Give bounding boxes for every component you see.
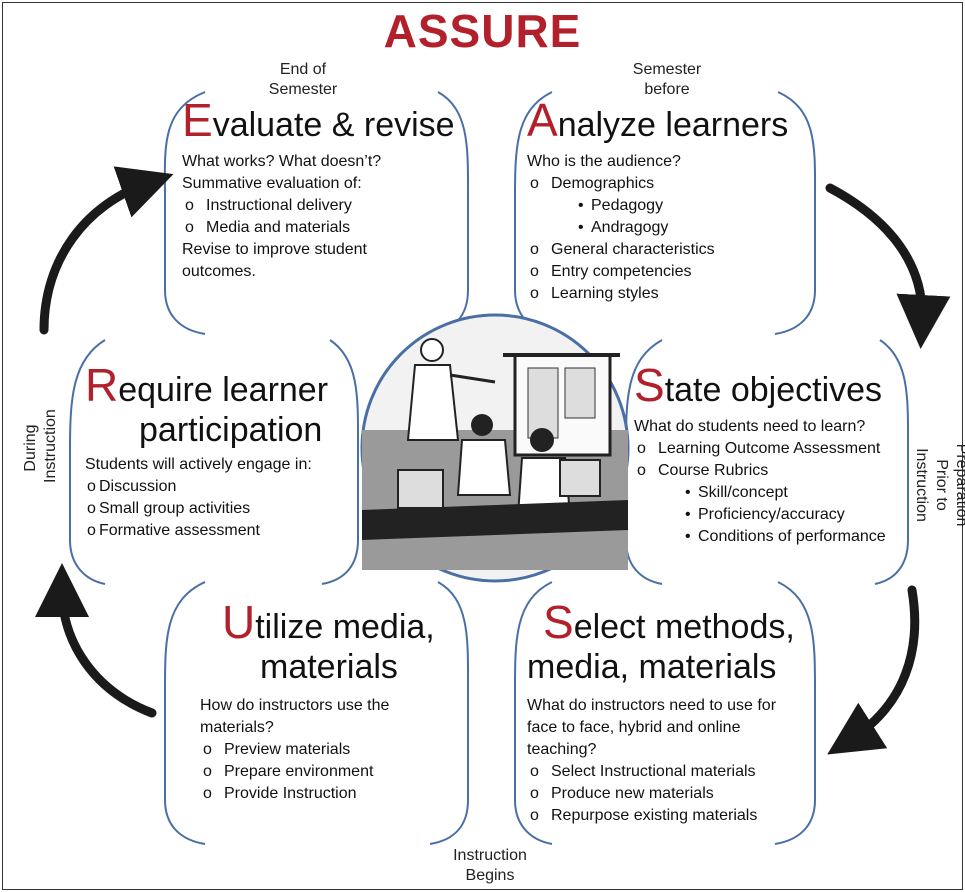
step-require-heading-2: participation: [139, 411, 323, 449]
step-evaluate: Evaluate & revise What works? What doesn…: [182, 94, 472, 283]
bracket-utilize-left: [164, 581, 206, 845]
label-preparation: Preparation Prior to Instruction: [913, 443, 965, 527]
arrow-state-to-select: [827, 585, 920, 755]
require-intro: Students will actively engage in:: [85, 456, 312, 473]
evaluate-intro-1: What works? What doesn’t?: [182, 153, 382, 170]
list-item: Formative assessment: [85, 520, 360, 542]
step-analyze: Analyze learners Who is the audience? De…: [527, 94, 817, 305]
list-item: Select Instructional materials: [527, 761, 817, 783]
step-utilize-heading-2: materials: [260, 648, 398, 686]
classroom-clipart-icon: [360, 313, 630, 583]
label-during-instruction: During Instruction: [22, 409, 59, 483]
sub-list-item: Andragogy: [527, 217, 817, 239]
step-utilize: Utilize media, materials How do instruct…: [200, 596, 475, 805]
state-intro: What do students need to learn?: [634, 418, 866, 435]
arrow-analyze-to-state: [825, 183, 951, 349]
step-select: Select methods, media, materials What do…: [527, 596, 817, 827]
label-end-of-semester: End of Semester: [268, 61, 338, 98]
select-intro: What do instructors need to use for face…: [527, 697, 777, 758]
label-instruction-begins: Instruction Begins: [453, 847, 527, 884]
bracket-select-right: [774, 581, 816, 845]
step-select-heading-2: media, materials: [527, 648, 777, 686]
list-item: Provide Instruction: [200, 783, 475, 805]
list-item: Learning Outcome Assessment: [634, 438, 904, 460]
diagram-title: ASSURE: [383, 5, 582, 57]
step-utilize-heading: Utilize media,: [222, 596, 435, 648]
arrow-require-to-evaluate: [39, 166, 174, 335]
list-item: Prepare environment: [200, 761, 475, 783]
sub-list-item: Skill/concept: [634, 482, 904, 504]
list-item: Discussion: [85, 476, 360, 498]
bracket-utilize-right: [429, 581, 470, 845]
bracket-select-left: [514, 581, 553, 845]
step-analyze-heading: Analyze learners: [527, 94, 789, 146]
list-item: Media and materials: [182, 217, 472, 239]
step-require-heading: Require learner: [85, 359, 329, 411]
list-item: Preview materials: [200, 739, 475, 761]
list-item: Demographics: [527, 173, 817, 195]
utilize-intro: How do instructors use the materials?: [200, 697, 390, 736]
step-evaluate-heading: Evaluate & revise: [182, 94, 455, 146]
list-item: Repurpose existing materials: [527, 805, 817, 827]
list-item: Course Rubrics: [634, 460, 904, 482]
list-item: General characteristics: [527, 239, 817, 261]
evaluate-intro-2: Summative evaluation of:: [182, 175, 362, 192]
bracket-state-right: [874, 339, 910, 585]
sub-list-item: Pedagogy: [527, 195, 817, 217]
bracket-require-right: [321, 339, 360, 585]
step-select-heading: Select methods,: [543, 596, 795, 648]
list-item: Instructional delivery: [182, 195, 472, 217]
list-item: Entry competencies: [527, 261, 817, 283]
step-state: State objectives What do students need t…: [634, 359, 904, 548]
list-item: Produce new materials: [527, 783, 817, 805]
sub-list-item: Proficiency/accuracy: [634, 504, 904, 526]
label-semester-before: Semester before: [632, 61, 702, 98]
step-state-heading: State objectives: [634, 359, 883, 411]
sub-list-item: Conditions of performance: [634, 526, 904, 548]
evaluate-outro: Revise to improve student outcomes.: [182, 241, 367, 280]
list-item: Small group activities: [85, 498, 360, 520]
step-require: Require learner participation Students w…: [85, 359, 360, 542]
analyze-intro: Who is the audience?: [527, 153, 681, 170]
arrow-utilize-to-require: [35, 563, 157, 718]
list-item: Learning styles: [527, 283, 817, 305]
